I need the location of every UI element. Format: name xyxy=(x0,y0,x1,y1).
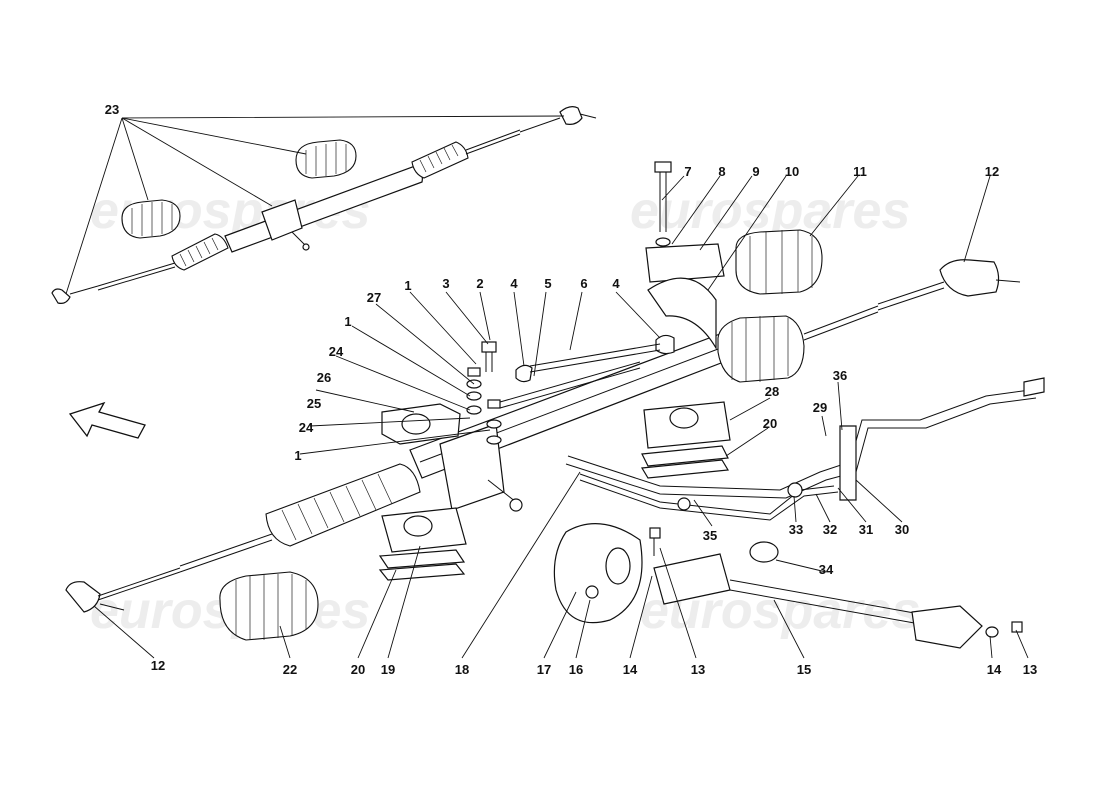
callout-14-b: 14 xyxy=(987,662,1002,677)
callout-8: 8 xyxy=(718,164,725,179)
fasteners-column xyxy=(466,334,675,445)
callout-26: 26 xyxy=(317,370,331,385)
steering-shaft-ujoint xyxy=(649,527,1023,649)
leader-lines xyxy=(65,115,1029,659)
callout-15: 15 xyxy=(797,662,811,677)
callout-labels: 23 7 8 9 10 11 12 1 3 2 4 5 6 4 27 1 24 … xyxy=(105,102,1037,677)
callout-22: 22 xyxy=(283,662,297,677)
callout-3: 3 xyxy=(442,276,449,291)
callout-24-b: 24 xyxy=(299,420,314,435)
callout-12-bottom: 12 xyxy=(151,658,165,673)
callout-13-b: 13 xyxy=(1023,662,1037,677)
callout-27: 27 xyxy=(367,290,381,305)
callout-16: 16 xyxy=(569,662,583,677)
callout-4-b: 4 xyxy=(612,276,620,291)
steering-flange xyxy=(553,523,643,624)
callout-9: 9 xyxy=(752,164,759,179)
upper-clamp-assembly xyxy=(645,161,823,351)
left-mount-block xyxy=(381,403,461,445)
callout-31: 31 xyxy=(859,522,873,537)
callout-25: 25 xyxy=(307,396,321,411)
hydraulic-pipes xyxy=(565,377,1045,521)
callout-20-b: 20 xyxy=(351,662,365,677)
callout-35: 35 xyxy=(703,528,717,543)
spare-boot-22 xyxy=(219,571,319,641)
callout-34: 34 xyxy=(819,562,834,577)
callout-5: 5 xyxy=(544,276,551,291)
callout-28: 28 xyxy=(765,384,779,399)
callout-14-a: 14 xyxy=(623,662,638,677)
callout-17: 17 xyxy=(537,662,551,677)
overview-rack-assembly xyxy=(51,106,597,304)
callout-18: 18 xyxy=(455,662,469,677)
callout-10: 10 xyxy=(785,164,799,179)
callout-1-c: 1 xyxy=(294,448,301,463)
callout-13-a: 13 xyxy=(691,662,705,677)
direction-arrow-icon xyxy=(68,401,146,439)
callout-1-b: 1 xyxy=(344,314,351,329)
callout-23: 23 xyxy=(105,102,119,117)
callout-19: 19 xyxy=(381,662,395,677)
callout-6: 6 xyxy=(580,276,587,291)
callout-32: 32 xyxy=(823,522,837,537)
callout-30: 30 xyxy=(895,522,909,537)
callout-2: 2 xyxy=(476,276,483,291)
callout-4-a: 4 xyxy=(510,276,518,291)
lower-mount-block xyxy=(378,507,467,581)
right-mount-block xyxy=(640,401,731,479)
callout-36: 36 xyxy=(833,368,847,383)
callout-7: 7 xyxy=(684,164,691,179)
callout-24-a: 24 xyxy=(329,344,344,359)
callout-1-a: 1 xyxy=(404,278,411,293)
callout-11: 11 xyxy=(853,164,867,179)
callout-29: 29 xyxy=(813,400,827,415)
callout-20-a: 20 xyxy=(763,416,777,431)
callout-33: 33 xyxy=(789,522,803,537)
callout-12-top: 12 xyxy=(985,164,999,179)
watermark-top-right: eurospares xyxy=(630,182,910,240)
